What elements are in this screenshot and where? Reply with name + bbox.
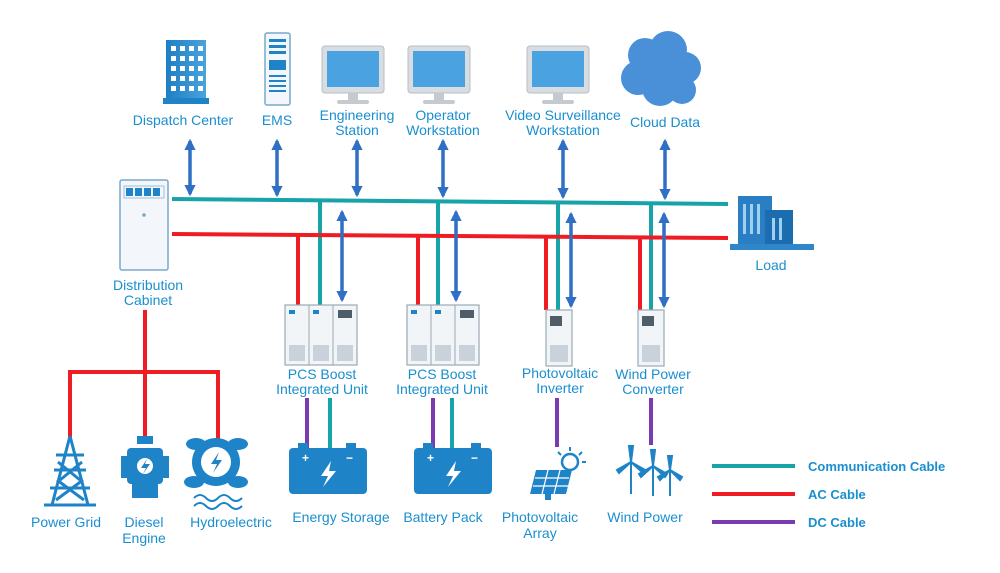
inverter-cabinet-icon [545, 309, 573, 367]
power-grid-label: Power Grid [31, 514, 101, 530]
diesel-engine-icon [121, 436, 169, 498]
monitor-icon [407, 45, 471, 104]
ems-label: EMS [262, 112, 292, 128]
legend: Communication Cable AC Cable DC Cable [712, 459, 945, 530]
svg-text:+: + [427, 451, 434, 465]
ac-cables [68, 232, 729, 440]
cloud-data-label: Cloud Data [630, 114, 700, 130]
load-building-icon [730, 196, 814, 250]
load-label: Load [755, 257, 786, 273]
dispatch-center-label: Dispatch Center [133, 112, 234, 128]
pcs-cabinet-icon [284, 304, 358, 366]
wind-power-label: Wind Power [607, 509, 683, 525]
svg-text:−: − [346, 451, 353, 465]
battery-pack-icon: + − [414, 443, 492, 494]
cloud-icon [621, 31, 701, 106]
monitor-icon [526, 45, 590, 104]
communication-bus [171, 197, 729, 206]
legend-communication: Communication Cable [712, 459, 945, 474]
svg-text:+: + [302, 451, 309, 465]
battery-pack-label: Battery Pack [403, 509, 483, 525]
wind-turbines-icon [615, 445, 684, 496]
legend-dc: DC Cable [712, 515, 866, 530]
energy-storage-battery-icon: + − [289, 443, 367, 494]
building-icon [163, 40, 209, 104]
energy-storage-label: Energy Storage [292, 509, 389, 525]
monitor-icon [321, 45, 385, 104]
data-arrows [184, 138, 671, 309]
solar-panel-icon [530, 447, 586, 500]
legend-ac: AC Cable [712, 487, 866, 502]
ac-bus [171, 232, 729, 240]
distribution-cabinet-icon [119, 179, 169, 271]
hydroelectric-label: Hydroelectric [190, 514, 272, 530]
communication-cables [171, 197, 729, 452]
transmission-tower-icon [44, 435, 96, 507]
hydroelectric-turbine-icon [184, 438, 248, 510]
legend-label-ac: AC Cable [808, 487, 866, 502]
legend-label-communication: Communication Cable [808, 459, 945, 474]
pcs-cabinet-icon [406, 304, 480, 366]
svg-text:−: − [471, 451, 478, 465]
inverter-cabinet-icon [637, 309, 665, 367]
server-rack-icon [264, 32, 291, 106]
legend-label-dc: DC Cable [808, 515, 866, 530]
